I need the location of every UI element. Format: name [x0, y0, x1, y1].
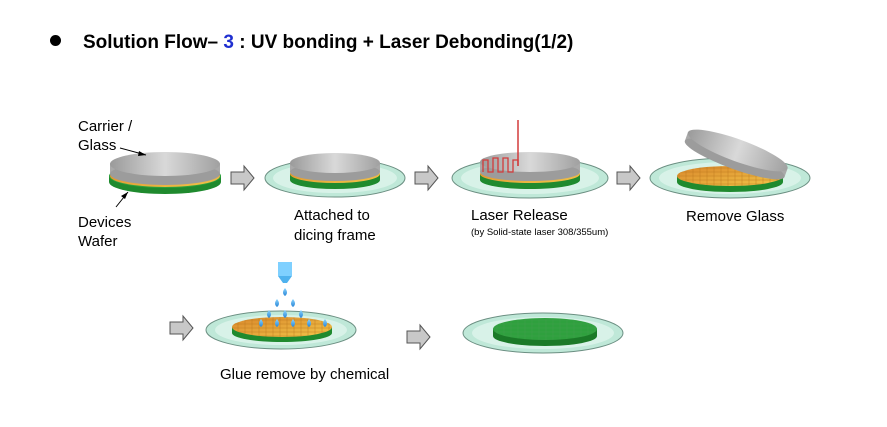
chemical-droplets: [259, 288, 327, 327]
stage-2-dicing-frame: [264, 153, 406, 198]
remove-glass-label: Remove Glass: [686, 208, 785, 225]
laser-release-label: Laser Release: [471, 207, 568, 224]
attached-label-line2: dicing frame: [294, 227, 376, 244]
carrier-label-line1: Carrier /: [78, 118, 133, 135]
slide-title: Solution Flow– 3 : UV bonding + Laser De…: [50, 32, 573, 54]
attached-label-line1: Attached to: [294, 207, 370, 224]
lifted-glass: [684, 129, 788, 180]
title-prefix: Solution Flow–: [83, 32, 224, 53]
laser-scan-path: [482, 157, 519, 173]
title-step-number: 3: [223, 32, 234, 53]
arrow-right-icon: [406, 323, 431, 351]
stage-3-laser-release: [451, 120, 609, 199]
nozzle: [278, 262, 292, 276]
stage-5-glue-remove: [205, 262, 357, 350]
arrow-right-icon: [169, 314, 194, 342]
laser-note-label: (by Solid-state laser 308/355um): [471, 227, 609, 238]
title-suffix: : UV bonding + Laser Debonding(1/2): [233, 32, 574, 53]
devices-label-line2: Wafer: [78, 233, 118, 250]
stage-1-wafer-stack: [109, 147, 221, 208]
carrier-label-line2: Glass: [78, 137, 117, 154]
devices-label-line1: Devices: [78, 214, 132, 231]
arrow-right-icon: [230, 164, 255, 192]
arrow-right-icon: [616, 164, 641, 192]
glue-remove-label: Glue remove by chemical: [220, 366, 390, 383]
stage-6-clean-wafer: [462, 312, 624, 354]
bullet-icon: [50, 35, 61, 46]
arrow-right-icon: [414, 164, 439, 192]
stage-4-remove-glass: [649, 129, 811, 199]
